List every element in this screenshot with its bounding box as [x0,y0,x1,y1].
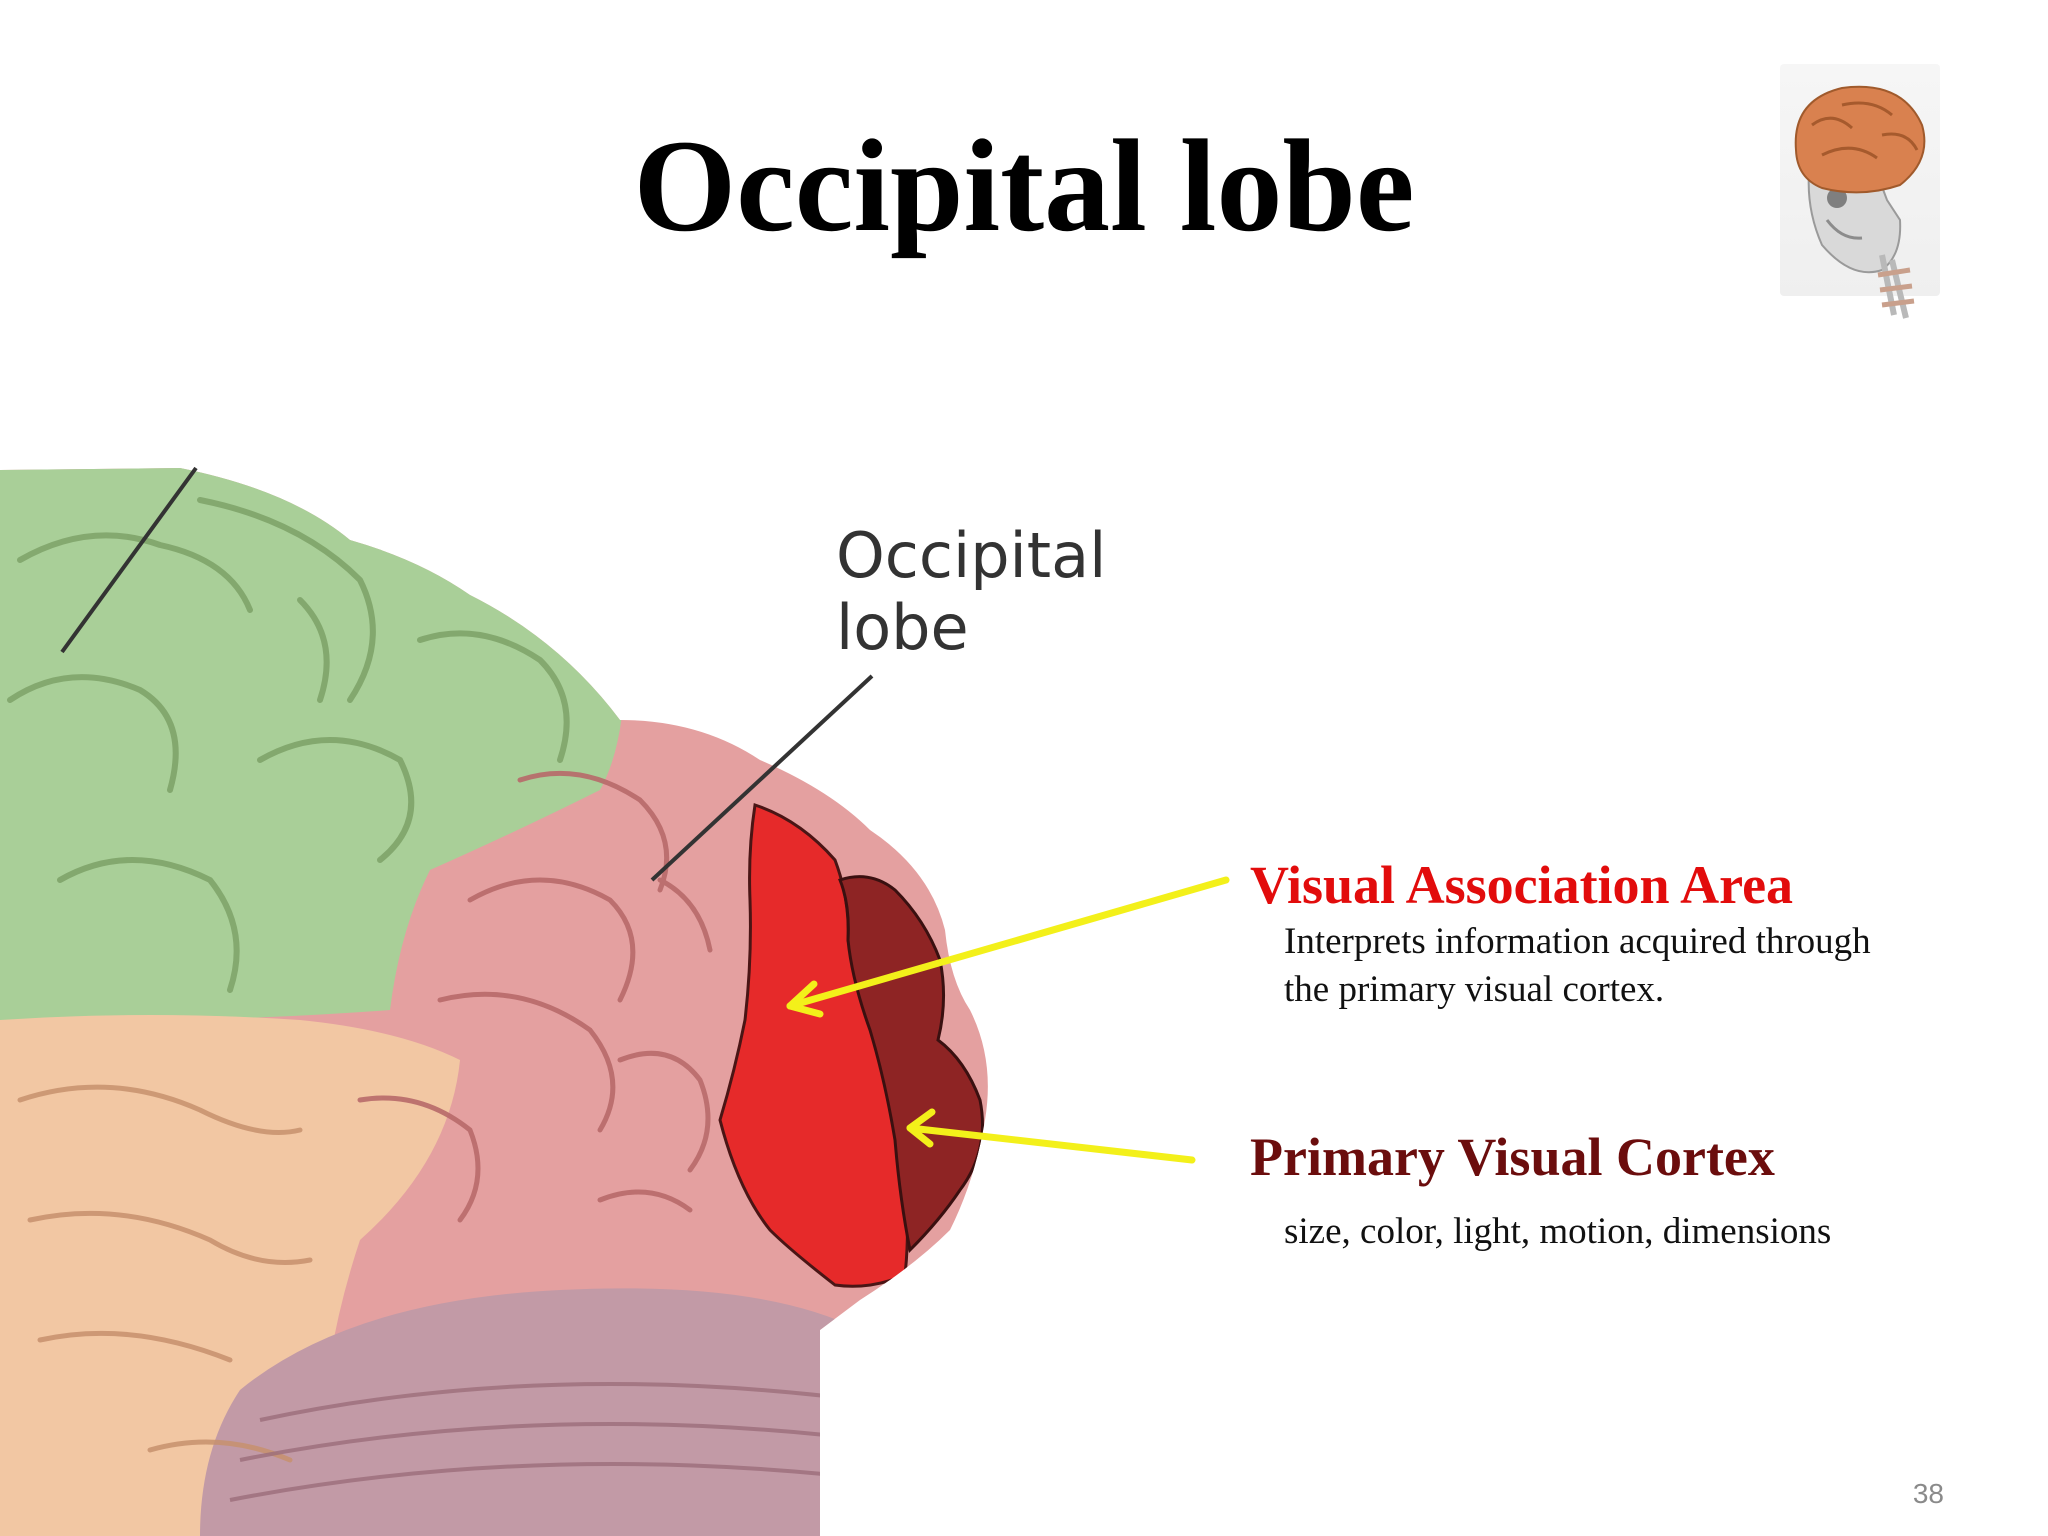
parietal-region [0,468,625,1030]
primary-heading: Primary Visual Cortex [1250,1127,1775,1187]
arrow-primary [906,1124,1196,1164]
association-description-line2: the primary visual cortex. [1284,969,1665,1010]
arrow-primary-head [906,1108,936,1148]
association-description: Interprets information acquired through … [1284,918,1984,1014]
temporal-region [0,1015,460,1536]
arrow-association-head [786,980,824,1018]
leader-line-top-left [60,466,198,654]
leader-line-occipital [650,674,874,882]
figure-label-line1: Occipital [836,519,1107,592]
figure-label-line2: lobe [836,591,969,664]
association-description-line1: Interprets information acquired through [1284,921,1871,962]
cerebellum-region [200,1288,887,1536]
arrow-association [786,876,1230,1010]
figure-label-occipital: Occipital lobe [836,520,1256,664]
association-heading: Visual Association Area [1250,855,1794,915]
slide-number: 38 [1912,1478,1944,1509]
primary-visual-cortex [838,875,984,1254]
primary-description: size, color, light, motion, dimensions [1284,1211,1832,1252]
slide-title: Occipital lobe [633,112,1415,259]
